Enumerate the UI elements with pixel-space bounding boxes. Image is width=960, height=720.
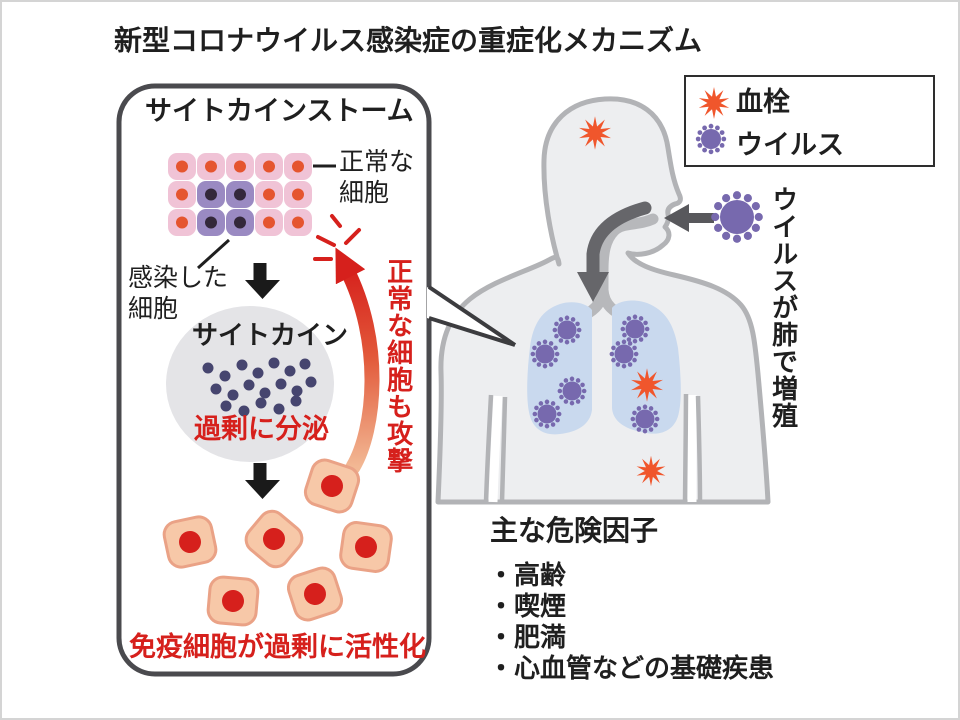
- risk-item: ・ 心血管などの基礎疾患: [488, 651, 775, 683]
- immune-activation-label: 免疫細胞が過剰に活性化: [129, 632, 426, 662]
- inhale-arrow-icon: [577, 201, 652, 302]
- risk-item-label: 喫煙: [514, 591, 567, 621]
- risk-item-label: 肥満: [514, 622, 567, 652]
- bullet: ・: [488, 622, 515, 652]
- immune-cell: [303, 458, 361, 514]
- risk-factors-list: ・ 高齢 ・ 喫煙 ・ 肥満 ・ 心血管などの基礎疾患: [488, 558, 775, 683]
- immune-cell: [286, 566, 344, 622]
- excess-secretion-label: 過剰に分泌: [194, 414, 329, 444]
- legend-virus-label: ウイルス: [736, 129, 844, 160]
- bullet: ・: [488, 560, 515, 590]
- legend-item-virus: ウイルス: [736, 123, 933, 162]
- infected-cell-label: 感染した 細胞: [128, 265, 229, 323]
- virus-icon: [711, 191, 763, 243]
- legend-item-clot: 血栓: [736, 80, 933, 119]
- risk-item-label: 心血管などの基礎疾患: [514, 653, 775, 683]
- cytokine-label: サイトカイン: [192, 320, 349, 350]
- immune-cells: [162, 458, 393, 627]
- attack-arrow-icon: [335, 247, 380, 475]
- virus-growth-label: ウイルスが肺で増殖: [768, 186, 799, 429]
- risk-factors-title: 主な危険因子: [490, 515, 659, 546]
- bullet: ・: [488, 591, 515, 621]
- risk-item-label: 高齢: [514, 560, 567, 590]
- entry-arrow-icon: [664, 204, 689, 232]
- impact-spark-icon: [313, 214, 361, 261]
- normal-cells: [168, 153, 312, 236]
- normal-cell-label: 正常な 細胞: [339, 149, 415, 207]
- infected-cell-pointer-line: [196, 238, 231, 270]
- immune-cell: [206, 575, 260, 627]
- infected-cells: [197, 181, 254, 236]
- immune-cell: [162, 515, 218, 569]
- risk-item: ・ 肥満: [488, 620, 774, 652]
- risk-item: ・ 喫煙: [488, 589, 774, 621]
- immune-cell: [244, 509, 304, 569]
- down-arrow-icon: [245, 463, 280, 499]
- cytokine-dots: [202, 357, 317, 417]
- down-arrow-icon: [245, 263, 280, 299]
- legend-clot-label: 血栓: [736, 87, 790, 118]
- legend: 血栓 ウイルス: [684, 75, 935, 167]
- slide-title: 新型コロナウイルス感染症の重症化メカニズム: [114, 25, 703, 56]
- bullet: ・: [488, 653, 515, 683]
- cell-grid: [168, 153, 336, 270]
- cytokine-panel-title: サイトカインストーム: [145, 96, 414, 126]
- risk-item: ・ 高齢: [488, 558, 774, 590]
- immune-cell: [339, 521, 393, 573]
- attack-normal-cells-label: 正常な細胞も攻撃: [383, 258, 414, 474]
- virus-entry: [664, 191, 763, 243]
